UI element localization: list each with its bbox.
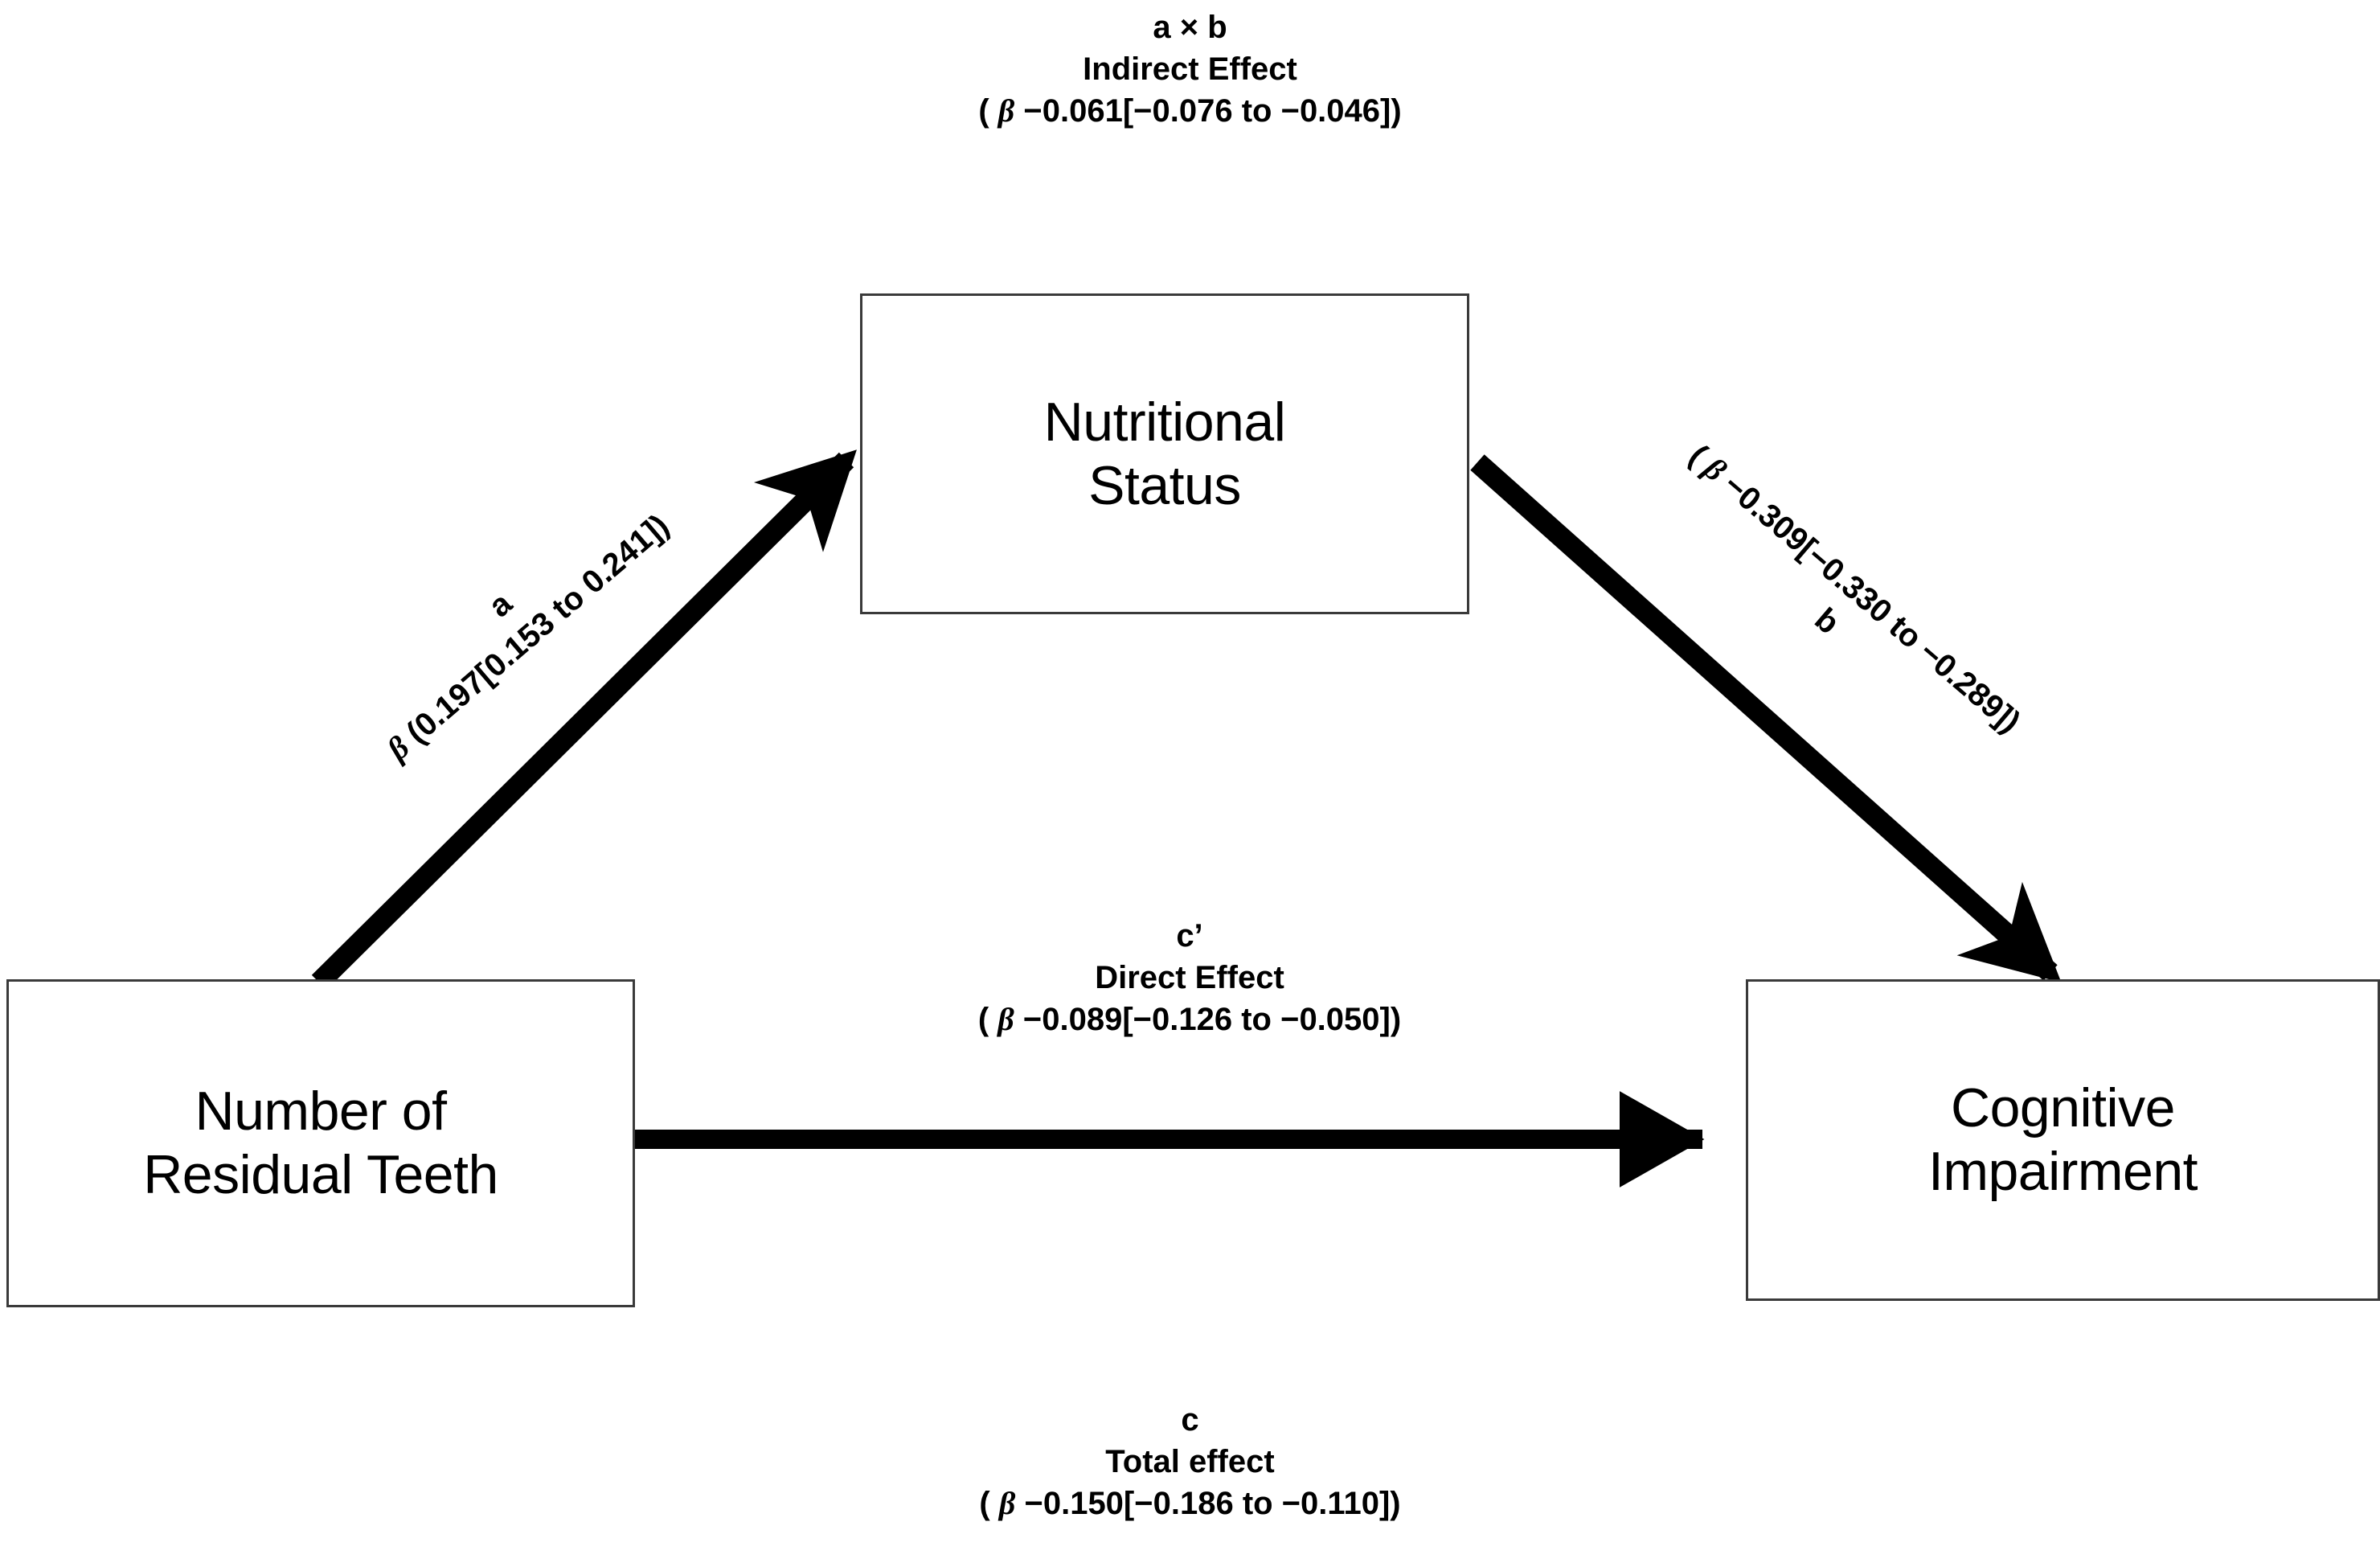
node-outcome[interactable]: Cognitive Impairment [1746, 979, 2380, 1301]
path-b-coefficient: ( β −0.309[−0.330 to −0.289]) [1682, 437, 2027, 740]
path-b-annotation: ( β −0.309[−0.330 to −0.289]) b [1600, 390, 2083, 820]
node-mediator[interactable]: Nutritional Status [860, 293, 1469, 614]
node-predictor[interactable]: Number of Residual Teeth [6, 979, 635, 1307]
path-b-tag: b [1808, 601, 1846, 642]
indirect-effect-path-tag: a × b [1153, 10, 1227, 45]
indirect-effect-coefficient: ( β −0.061[−0.076 to −0.046]) [978, 92, 1402, 129]
total-effect-path-tag: c [1181, 1402, 1199, 1438]
path-a-coefficient: β (0.197[0.153 to 0.241]) [379, 507, 676, 767]
path-a-tag: a [481, 585, 519, 625]
direct-effect-name: Direct Effect [1095, 960, 1284, 995]
indirect-effect-annotation: a × b Indirect Effect ( β −0.061[−0.076 … [0, 6, 2380, 132]
total-effect-coefficient: ( β −0.150[−0.186 to −0.110]) [979, 1485, 1401, 1521]
indirect-effect-name: Indirect Effect [1083, 51, 1297, 87]
node-mediator-label: Nutritional Status [1043, 391, 1286, 516]
direct-effect-annotation: c’ Direct Effect ( β −0.089[−0.126 to −0… [627, 915, 1752, 1040]
total-effect-name: Total effect [1105, 1444, 1275, 1479]
node-outcome-label: Cognitive Impairment [1927, 1077, 2198, 1202]
node-predictor-label: Number of Residual Teeth [143, 1081, 498, 1205]
direct-effect-coefficient: ( β −0.089[−0.126 to −0.050]) [977, 1001, 1402, 1037]
direct-effect-path-tag: c’ [1176, 918, 1203, 954]
total-effect-annotation: c Total effect ( β −0.150[−0.186 to −0.1… [0, 1399, 2380, 1524]
path-a-annotation: a β (0.197[0.153 to 0.241]) [285, 416, 743, 826]
